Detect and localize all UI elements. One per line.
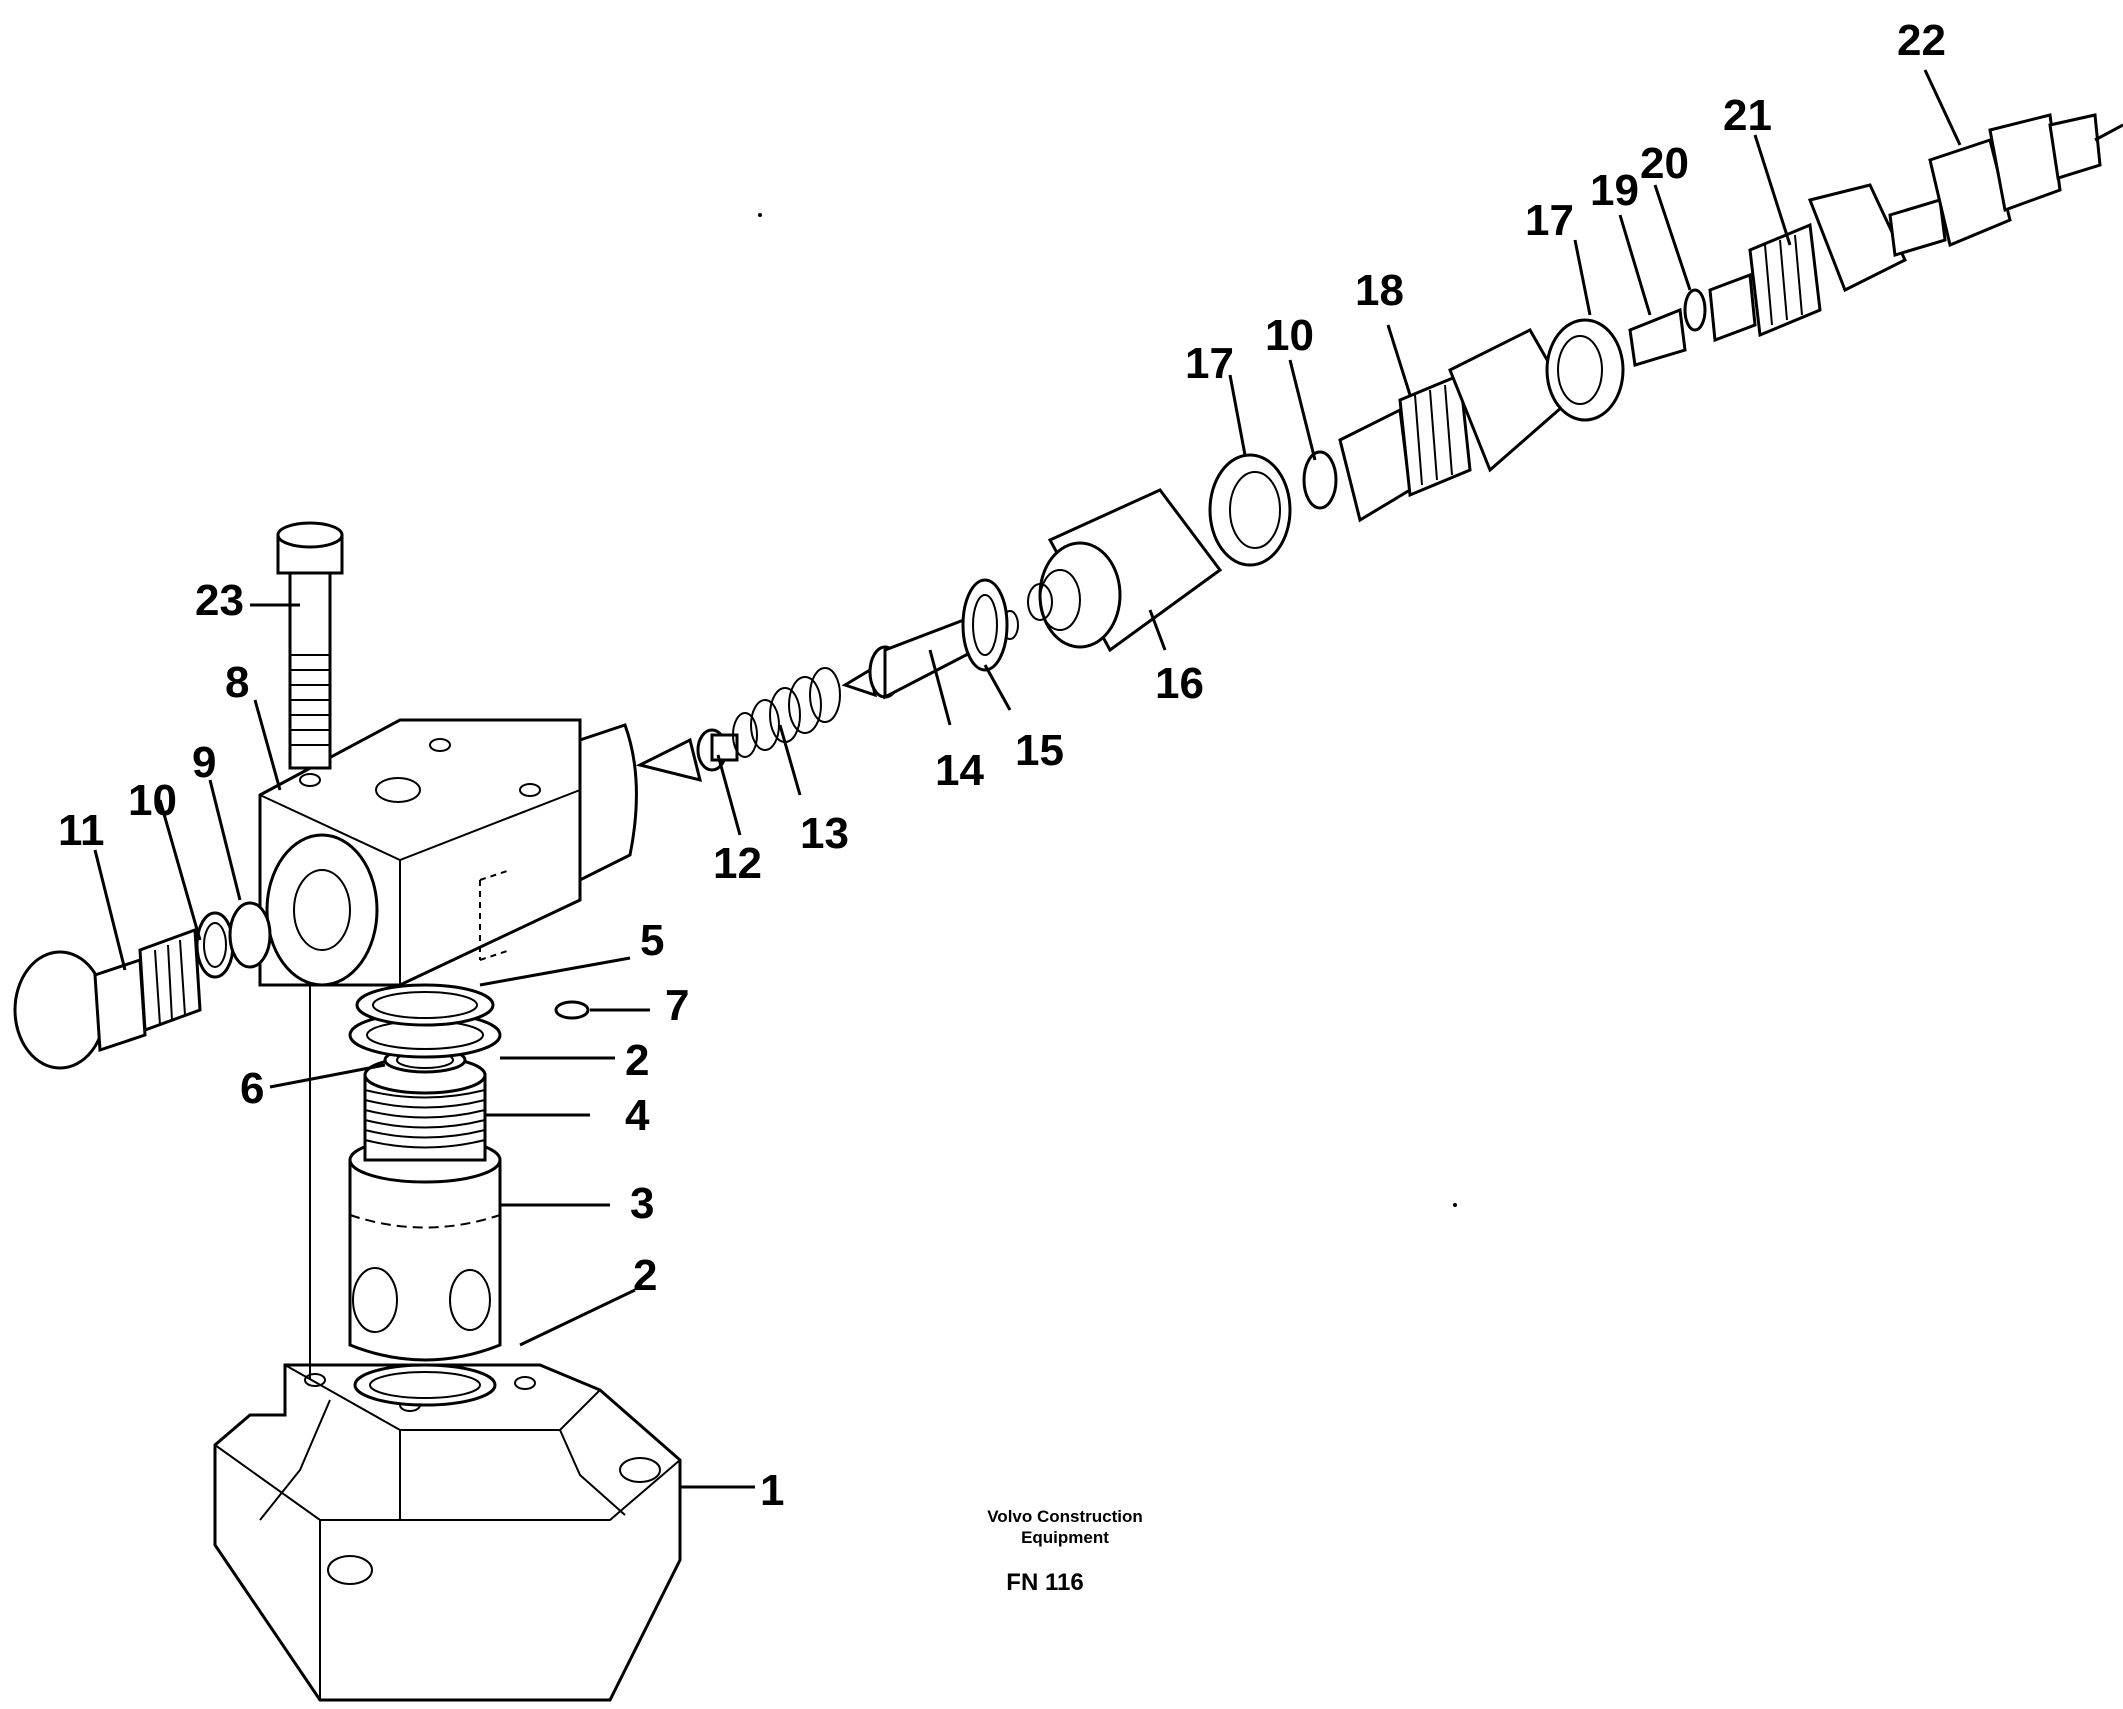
washer-part [961, 578, 1009, 672]
callout-13: 13 [800, 809, 849, 858]
leader-2-lower [519, 1288, 636, 1347]
valve-sleeve-part [348, 1136, 502, 1362]
leader-13 [778, 724, 802, 796]
valve-body-part [258, 718, 638, 987]
callout-22: 22 [1897, 16, 1946, 65]
callout-17-right: 17 [1525, 196, 1574, 245]
callout-5: 5 [640, 916, 664, 965]
hex-housing-part [1027, 488, 1223, 653]
leader-lines [93, 69, 1962, 1489]
callout-19: 19 [1590, 166, 1639, 215]
callout-15: 15 [1015, 726, 1064, 775]
callout-6: 6 [240, 1064, 264, 1113]
leader-12 [716, 754, 742, 836]
callout-2-lower: 2 [633, 1251, 657, 1300]
callout-8: 8 [225, 658, 249, 707]
hose-fitting-part [1888, 113, 2123, 257]
leader-5 [479, 956, 631, 987]
o-ring-part [554, 1000, 590, 1020]
threaded-fitting-part [1708, 183, 1907, 343]
callout-11: 11 [58, 806, 105, 855]
leader-8 [253, 699, 282, 791]
callout-7: 7 [665, 981, 689, 1030]
callout-20: 20 [1640, 139, 1689, 188]
leader-17-left [1228, 374, 1247, 456]
callout-labels: 1 2 2 3 4 5 6 7 8 9 10 10 11 12 13 14 15… [58, 16, 1946, 1515]
leader-11 [93, 849, 127, 971]
leader-9 [208, 779, 242, 901]
leader-16 [1148, 609, 1167, 651]
left-seal-ring-part [195, 911, 235, 979]
lock-nut-left-part [1208, 453, 1292, 567]
callout-12: 12 [713, 839, 762, 888]
leader-10-left [158, 799, 202, 941]
leader-15 [983, 664, 1012, 711]
company-name-line1: Volvo Construction [987, 1507, 1143, 1526]
callout-3: 3 [630, 1179, 654, 1228]
callout-10-mid: 10 [1265, 311, 1314, 360]
callout-9: 9 [192, 738, 216, 787]
adjuster-screw-part [1338, 328, 1572, 523]
callout-2-upper: 2 [625, 1036, 649, 1085]
figure-code: FN 116 [1006, 1569, 1083, 1596]
seal-ring-lower-part [353, 1363, 497, 1407]
hex-bolt-part [276, 521, 344, 770]
small-pin-part [1628, 307, 1687, 367]
leader-10-mid [1288, 359, 1317, 461]
leader-6 [269, 1063, 386, 1089]
speck [1453, 1203, 1457, 1207]
small-seal-right-part [1683, 288, 1707, 332]
speck [758, 213, 762, 217]
leader-18 [1386, 324, 1412, 396]
leader-17-right [1573, 239, 1592, 316]
seal-ring-mid-part [1302, 450, 1338, 510]
callout-14: 14 [935, 746, 984, 795]
left-plug-part [13, 927, 202, 1070]
leader-21 [1753, 134, 1792, 246]
left-fitting-part [228, 901, 272, 969]
callout-21: 21 [1723, 91, 1772, 140]
leader-20 [1653, 184, 1692, 291]
leader-19 [1618, 214, 1652, 316]
callout-1: 1 [760, 1466, 784, 1515]
caption-block: Volvo Construction Equipment FN 116 [987, 1507, 1143, 1596]
callout-23: 23 [195, 576, 244, 625]
lock-nut-right-part [1545, 318, 1625, 422]
callout-4: 4 [625, 1091, 650, 1140]
seal-rings-upper-part [348, 983, 502, 1059]
callout-18: 18 [1355, 266, 1404, 315]
callout-10-left: 10 [128, 776, 177, 825]
leader-14 [928, 649, 952, 726]
leader-22 [1923, 69, 1962, 146]
callout-17-left: 17 [1185, 339, 1234, 388]
company-name-line2: Equipment [1021, 1528, 1109, 1547]
callout-16: 16 [1155, 659, 1204, 708]
base-block-part [213, 1363, 682, 1702]
